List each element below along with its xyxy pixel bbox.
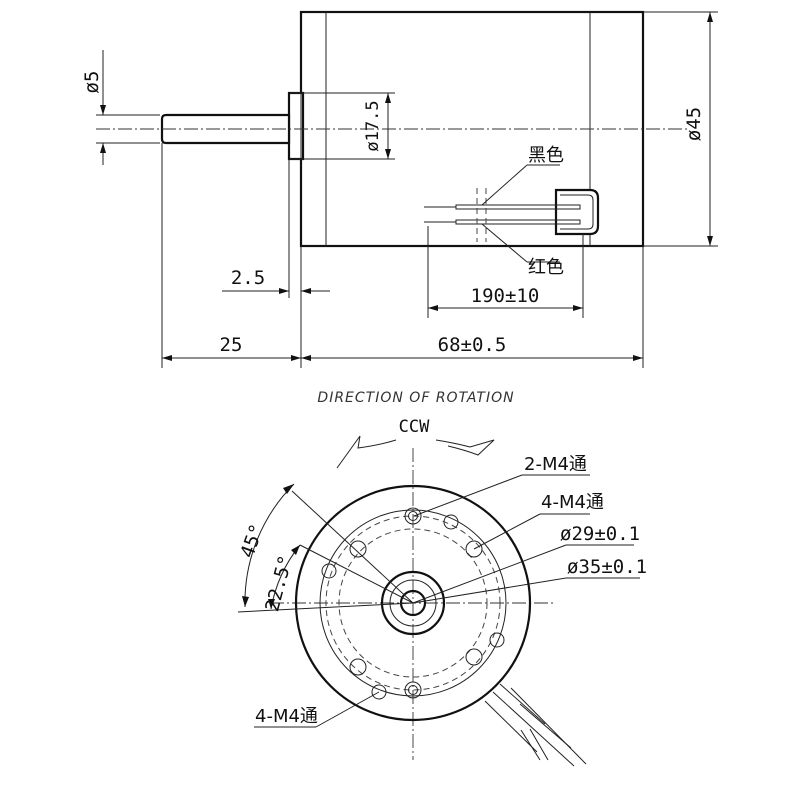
- lead-wires: [424, 164, 600, 263]
- boss-diameter-label: ø17.5: [363, 100, 383, 151]
- hole-outer-2: [321, 563, 337, 579]
- callout-leaders: [254, 474, 640, 728]
- hole-outer-1: [443, 514, 459, 530]
- rotation-direction-label: CCW: [399, 417, 430, 437]
- hole-inner-2: [349, 540, 367, 558]
- hole-outer-4: [371, 684, 387, 700]
- shaft-diameter-label: ø5: [81, 71, 103, 94]
- shaft-end: [399, 589, 427, 617]
- rotation-title: DIRECTION OF ROTATION: [317, 390, 514, 406]
- hole-inner-3: [465, 648, 483, 666]
- shaft: [160, 113, 291, 145]
- body-length-label: 68±0.5: [438, 334, 507, 356]
- inner-flange-ring: [319, 509, 507, 697]
- black-wire-label: 黑色: [528, 145, 564, 166]
- side-view: ø5 ø17.5 ø45: [81, 10, 718, 368]
- hole-bottom: [404, 681, 422, 699]
- body-length-dimension: 68±0.5: [301, 246, 644, 368]
- boss-diameter-dimension: ø17.5: [290, 92, 395, 160]
- outer-housing: [294, 484, 532, 722]
- end-lead-wires: [484, 683, 587, 767]
- lead-length-label: 190±10: [471, 285, 540, 307]
- hub-outer: [380, 570, 446, 636]
- body-diameter-label: ø45: [683, 107, 705, 141]
- pcd-35-label: ø35±0.1: [567, 556, 647, 578]
- ccw-arrow-right: [435, 439, 495, 456]
- angle-45-label: 45°: [236, 521, 268, 561]
- top-holes-callout: 2-M4通: [524, 454, 587, 475]
- pcd-29-circle: [338, 528, 488, 678]
- hole-outer-3: [489, 632, 505, 648]
- ccw-arrow-left: [336, 435, 397, 469]
- red-wire-label: 红色: [528, 257, 564, 278]
- boss-length-label: 2.5: [231, 267, 265, 289]
- shaft-length-label: 25: [220, 334, 243, 356]
- boss-length-dimension: 2.5: [222, 159, 330, 368]
- middle-holes-callout: 4-M4通: [541, 492, 604, 513]
- shaft-length-dimension: 25: [161, 143, 301, 368]
- bottom-holes-callout: 4-M4通: [255, 706, 318, 727]
- end-view: DIRECTION OF ROTATION CCW: [236, 390, 647, 767]
- hole-inner-1: [465, 540, 483, 558]
- shaft-diameter-dimension: ø5: [81, 50, 160, 165]
- pcd-35-circle: [325, 515, 501, 691]
- mounting-holes: [321, 507, 505, 700]
- lead-length-dimension: 190±10: [427, 226, 584, 318]
- body-diameter-dimension: ø45: [643, 11, 718, 247]
- angle-22-label: 22.5°: [261, 553, 297, 614]
- hole-inner-4: [349, 658, 367, 676]
- angle-dimensions: 45° 22.5°: [236, 483, 301, 614]
- hole-top: [404, 507, 422, 525]
- hub-ring: [389, 579, 437, 627]
- pcd-29-label: ø29±0.1: [560, 523, 640, 545]
